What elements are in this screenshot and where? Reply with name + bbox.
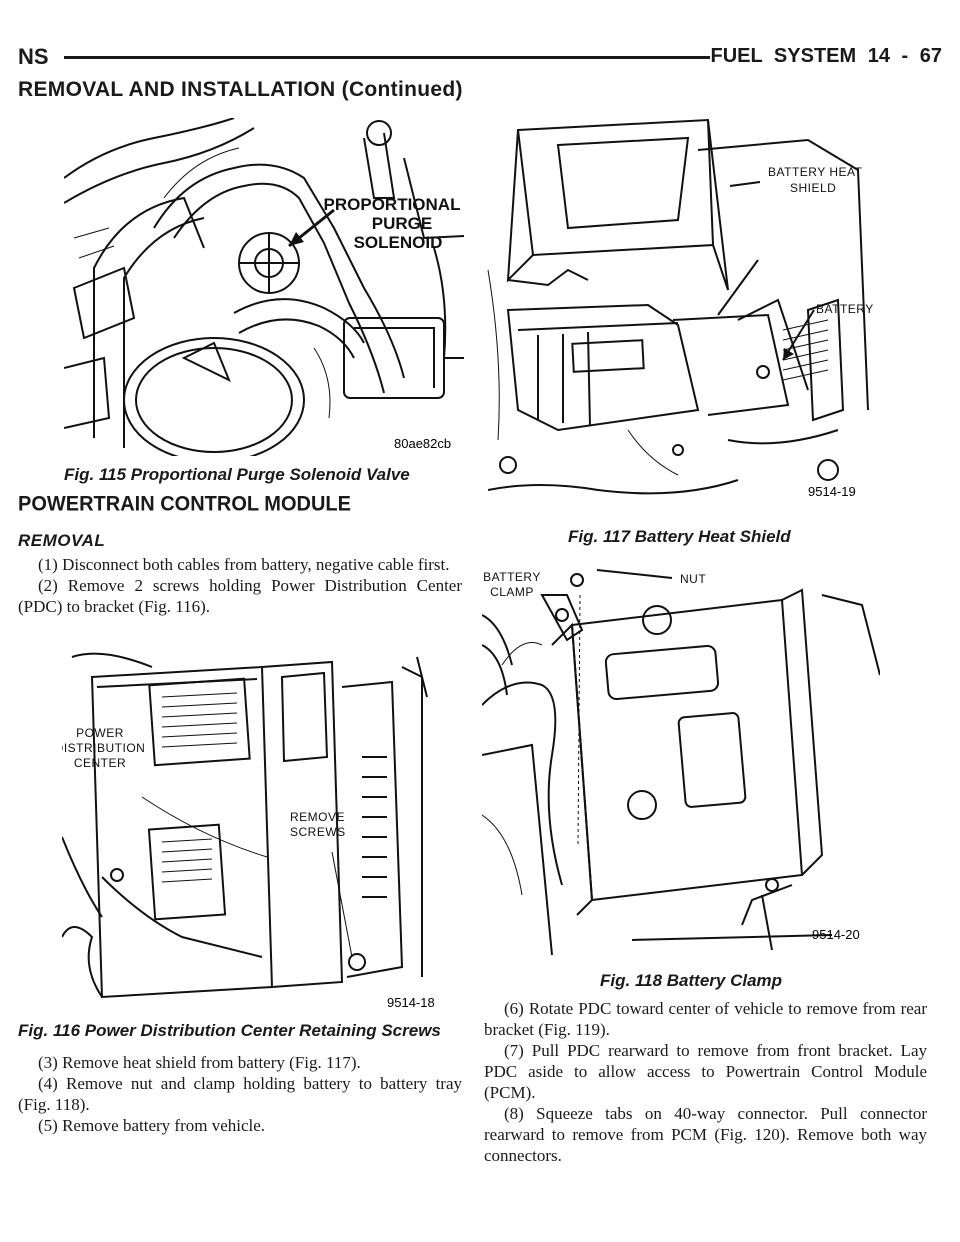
- figure-117-code: 9514-19: [808, 484, 856, 499]
- figure-116-label-screws-2: SCREWS: [290, 825, 346, 839]
- step-7: (7) Pull PDC rearward to remove from fro…: [484, 1041, 927, 1102]
- figure-118-code: 9514-20: [812, 927, 860, 942]
- figure-117-label-shield-2: SHIELD: [790, 181, 836, 195]
- step-6: (6) Rotate PDC toward center of vehicle …: [484, 999, 927, 1039]
- figure-116-code: 9514-18: [387, 995, 435, 1010]
- figure-116-label-pdc-2: DISTRIBUTION: [62, 741, 145, 755]
- figure-118-label-clamp-2: CLAMP: [490, 585, 534, 599]
- step-8: (8) Squeeze tabs on 40-way connector. Pu…: [484, 1104, 927, 1165]
- figure-118-label-nut: NUT: [680, 572, 706, 586]
- step-4: (4) Remove nut and clamp holding battery…: [18, 1074, 462, 1114]
- header-chapter-page: FUEL SYSTEM 14 - 67: [710, 45, 942, 67]
- subheading-removal: REMOVAL: [18, 531, 106, 550]
- header-rule: [64, 56, 710, 59]
- figure-115-label-line-2: PURGE: [372, 214, 432, 233]
- figure-118-caption: Fig. 118 Battery Clamp: [600, 971, 783, 990]
- figure-116-illustration: POWER DISTRIBUTION CENTER REMOVE SCREWS …: [62, 637, 462, 1013]
- step-5: (5) Remove battery from vehicle.: [38, 1116, 266, 1135]
- figure-117-illustration: BATTERY HEAT SHIELD BATTERY 9514-19: [478, 110, 878, 500]
- section-heading-pcm: POWERTRAIN CONTROL MODULE: [18, 492, 351, 516]
- page-header: NS FUEL SYSTEM 14 - 67: [18, 44, 942, 69]
- figure-115-label-line-3: SOLENOID: [354, 233, 443, 252]
- header-section-code: NS: [18, 44, 49, 69]
- removal-steps-3-5: (3) Remove heat shield from battery (Fig…: [18, 1052, 462, 1136]
- figure-116-label-screws-1: REMOVE: [290, 810, 345, 824]
- figure-116-label-pdc-3: CENTER: [74, 756, 126, 770]
- figure-118-illustration: BATTERY CLAMP NUT 9514-20: [482, 555, 880, 955]
- step-1: (1) Disconnect both cables from battery,…: [38, 555, 450, 574]
- step-2: (2) Remove 2 screws holding Power Distri…: [18, 576, 462, 616]
- figure-117-caption: Fig. 117 Battery Heat Shield: [568, 527, 791, 546]
- figure-115-code: 80ae82cb: [394, 436, 451, 451]
- removal-steps-6-8: (6) Rotate PDC toward center of vehicle …: [484, 998, 927, 1166]
- figure-117-label-shield-1: BATTERY HEAT: [768, 165, 863, 179]
- section-continued-title: REMOVAL AND INSTALLATION (Continued): [18, 78, 463, 101]
- step-3: (3) Remove heat shield from battery (Fig…: [38, 1053, 361, 1072]
- figure-116-label-pdc-1: POWER: [76, 726, 124, 740]
- figure-115-illustration: PROPORTIONAL PURGE SOLENOID 80ae82cb: [64, 118, 464, 456]
- figure-116-caption: Fig. 116 Power Distribution Center Retai…: [18, 1021, 441, 1040]
- figure-115-label-line-1: PROPORTIONAL: [324, 195, 461, 214]
- figure-118-label-clamp-1: BATTERY: [483, 570, 541, 584]
- removal-steps-1-2: (1) Disconnect both cables from battery,…: [18, 554, 462, 617]
- figure-117-label-battery: BATTERY: [816, 302, 874, 316]
- figure-115-caption: Fig. 115 Proportional Purge Solenoid Val…: [64, 465, 410, 484]
